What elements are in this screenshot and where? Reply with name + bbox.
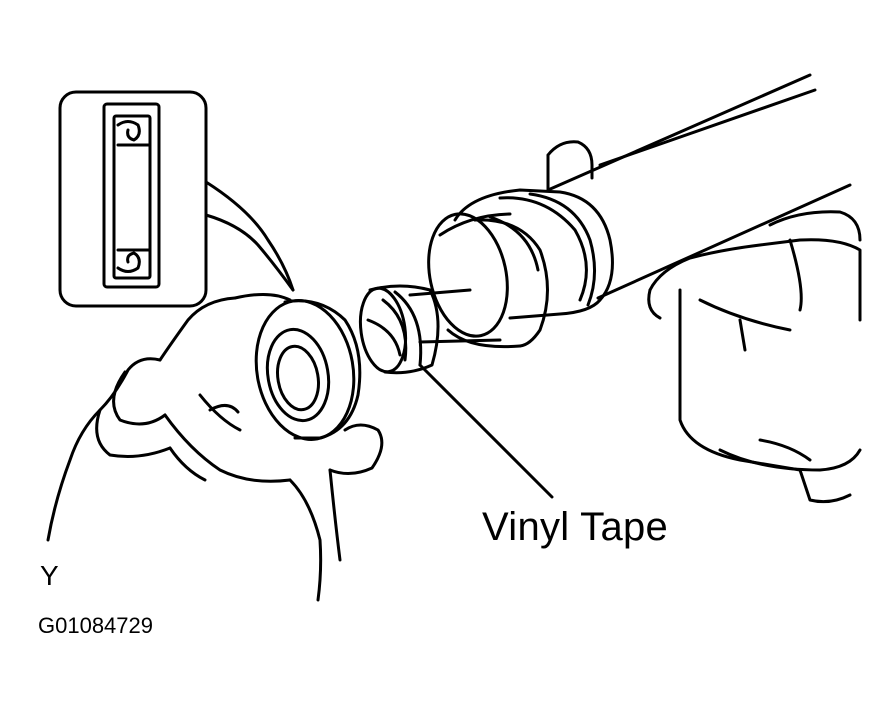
view-marker-label: Y bbox=[40, 560, 59, 591]
tube-end-rings bbox=[427, 212, 549, 349]
inset-detail bbox=[58, 90, 295, 308]
leader-line bbox=[418, 363, 554, 499]
rack-housing bbox=[453, 73, 862, 504]
rack-shaft bbox=[358, 284, 502, 375]
figure-code-label: G01084729 bbox=[38, 613, 153, 638]
oil-seal bbox=[254, 299, 362, 441]
vinyl-tape-label: Vinyl Tape bbox=[482, 505, 669, 549]
hand bbox=[46, 293, 384, 602]
